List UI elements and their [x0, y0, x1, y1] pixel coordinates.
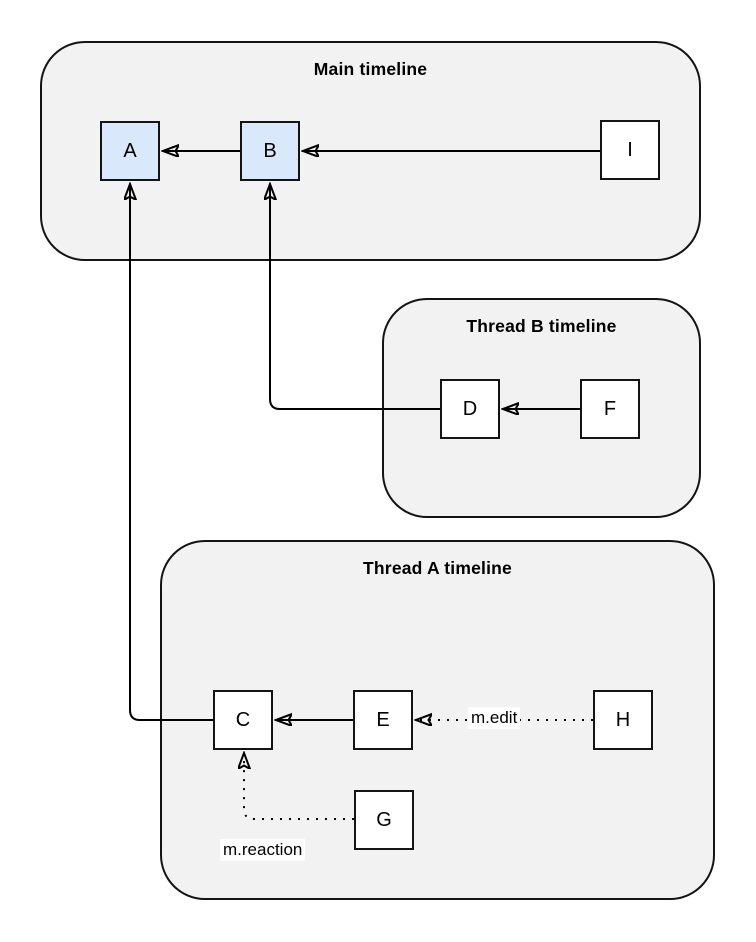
node-D: D	[440, 379, 500, 439]
node-I: I	[600, 120, 660, 180]
node-F: F	[580, 379, 640, 439]
container-thread-b-timeline: Thread B timeline	[382, 298, 701, 518]
node-B: B	[240, 121, 300, 181]
edge-label-m-edit: m.edit	[468, 707, 521, 729]
thread-a-timeline-title: Thread A timeline	[363, 558, 512, 578]
thread-b-timeline-title: Thread B timeline	[466, 316, 617, 336]
node-C: C	[213, 690, 273, 750]
edge-label-m-reaction: m.reaction	[220, 839, 306, 861]
node-H: H	[593, 690, 653, 750]
node-E: E	[353, 690, 413, 750]
node-G: G	[354, 790, 414, 850]
node-A: A	[100, 121, 160, 181]
main-timeline-title: Main timeline	[313, 59, 428, 79]
